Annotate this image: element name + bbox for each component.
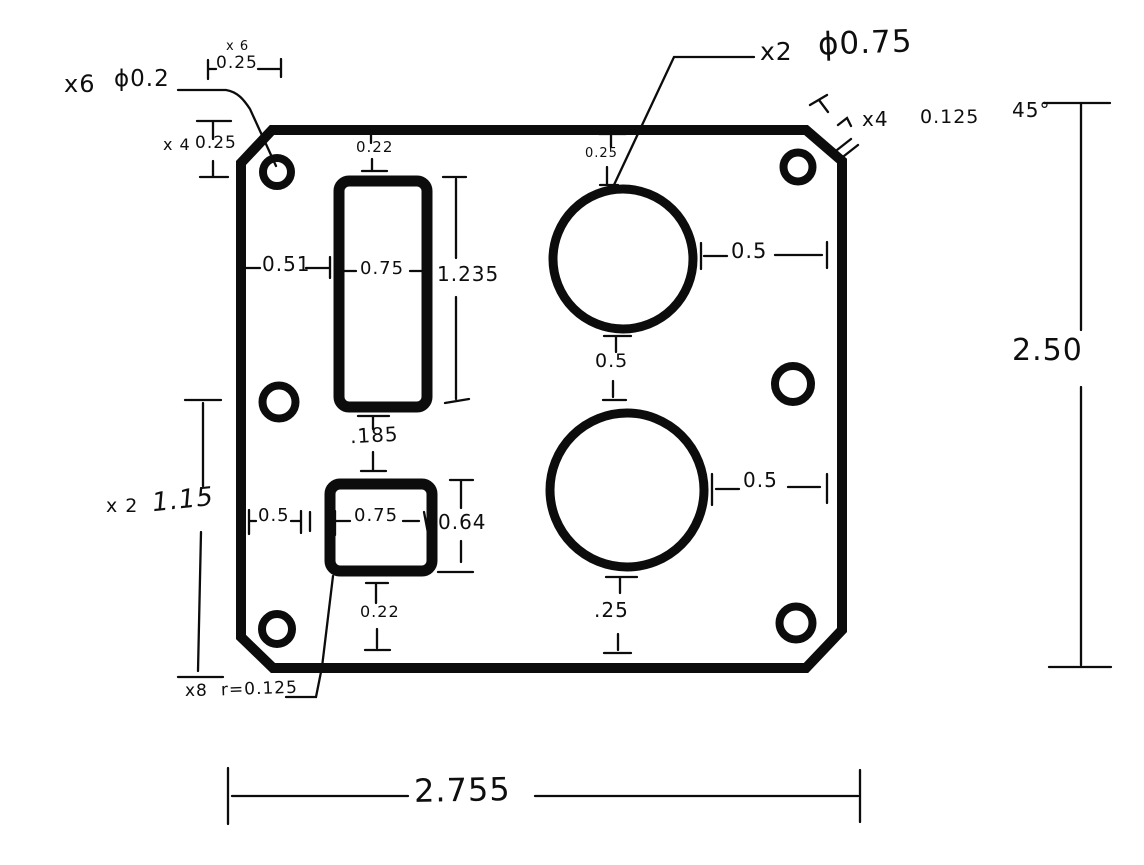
large-hole-bottom <box>545 408 709 572</box>
large-holes <box>545 184 709 572</box>
label-circle-right-gap-bottom: 0.5 <box>743 468 778 492</box>
label-small-hole-dia: ϕ0.2 <box>114 66 170 92</box>
label-chamfer-size: 0.125 <box>920 106 980 128</box>
label-rect-left-gap: 0.51 <box>262 252 311 276</box>
dim-top-offset <box>195 119 233 179</box>
label-rect-width: 0.75 <box>360 258 405 279</box>
dim-square-width <box>333 509 430 537</box>
dim-rect-top-gap <box>355 129 389 173</box>
label-square-left-gap: 0.5 <box>258 505 290 526</box>
label-circle-spacing: 0.5 <box>595 350 629 372</box>
dim-circle-bottom-gap <box>602 575 639 655</box>
mounting-hole-top-left <box>259 154 295 190</box>
large-hole-top <box>548 184 698 334</box>
label-rect-height: 1.235 <box>437 262 500 286</box>
label-rect-gap: .185 <box>349 421 400 449</box>
dim-rect-height <box>441 175 471 405</box>
label-square-bottom-gap: 0.22 <box>360 602 400 621</box>
dim-plate-width <box>226 766 862 826</box>
dim-circle-top-gap <box>597 132 628 187</box>
dim-rect-left-gap <box>242 255 332 283</box>
dim-rect-width <box>339 259 427 286</box>
plate-outline <box>236 125 847 673</box>
dim-edge-offset <box>206 57 283 81</box>
dim-circle-spacing <box>601 334 633 402</box>
dim-circle-right-gap-bottom <box>710 472 829 507</box>
leader-lines <box>176 55 756 699</box>
mounting-holes <box>258 148 817 648</box>
plate-outline-path <box>236 125 847 673</box>
label-square-height: 0.64 <box>438 510 487 534</box>
label-circle-top-gap: 0.25 <box>585 146 618 161</box>
chamfer-tick-marks <box>808 93 860 158</box>
label-circle-bottom-gap: .25 <box>594 598 629 622</box>
leader-small-holes <box>176 88 278 168</box>
label-vertical-spacing-qty: x 2 <box>106 495 139 517</box>
mounting-hole-mid-left <box>258 381 300 423</box>
label-rect-top-gap: 0.22 <box>356 138 394 156</box>
mounting-hole-top-right <box>779 148 817 186</box>
label-fillet-radius: r=0.125 <box>220 677 299 701</box>
label-edge-dim-qty: x 6 <box>226 39 250 54</box>
label-vertical-spacing: 1.15 <box>150 481 216 519</box>
leader-big-holes <box>611 55 756 189</box>
mounting-hole-bottom-left <box>258 610 296 648</box>
dimension-lines <box>176 57 1113 826</box>
label-plate-height: 2.50 <box>1012 333 1083 368</box>
dim-plate-height <box>1042 101 1113 669</box>
dim-square-height <box>436 478 475 574</box>
rect-cutout <box>333 175 433 413</box>
label-big-hole-qty: x2 <box>760 37 793 66</box>
cutouts <box>324 175 438 577</box>
label-circle-right-gap-top: 0.5 <box>731 239 768 263</box>
label-top-offset: 0.25 <box>195 133 237 153</box>
dim-circle-right-gap-top <box>699 240 829 271</box>
square-cutout <box>324 478 438 577</box>
label-big-hole-dia: ϕ0.75 <box>817 23 914 63</box>
mounting-hole-mid-right <box>771 362 815 406</box>
leader-fillet-note <box>284 574 335 699</box>
dim-square-left-gap <box>247 508 312 536</box>
dim-square-bottom-gap <box>363 581 392 652</box>
label-chamfer-qty: x4 <box>862 107 889 131</box>
label-small-hole-qty: x6 <box>64 70 96 98</box>
label-chamfer-angle: 45° <box>1012 98 1051 122</box>
chamfer-ticks <box>808 93 860 158</box>
mounting-hole-bottom-right <box>775 602 817 644</box>
label-fillet-qty: x8 <box>185 681 208 701</box>
label-plate-width: 2.755 <box>413 770 511 810</box>
label-square-width: 0.75 <box>354 505 399 526</box>
dim-rect-gap <box>356 414 391 473</box>
label-top-offset-qty: x 4 <box>163 135 191 154</box>
dim-vertical-spacing <box>176 398 225 679</box>
label-edge-dim: 0.25 <box>216 53 258 73</box>
